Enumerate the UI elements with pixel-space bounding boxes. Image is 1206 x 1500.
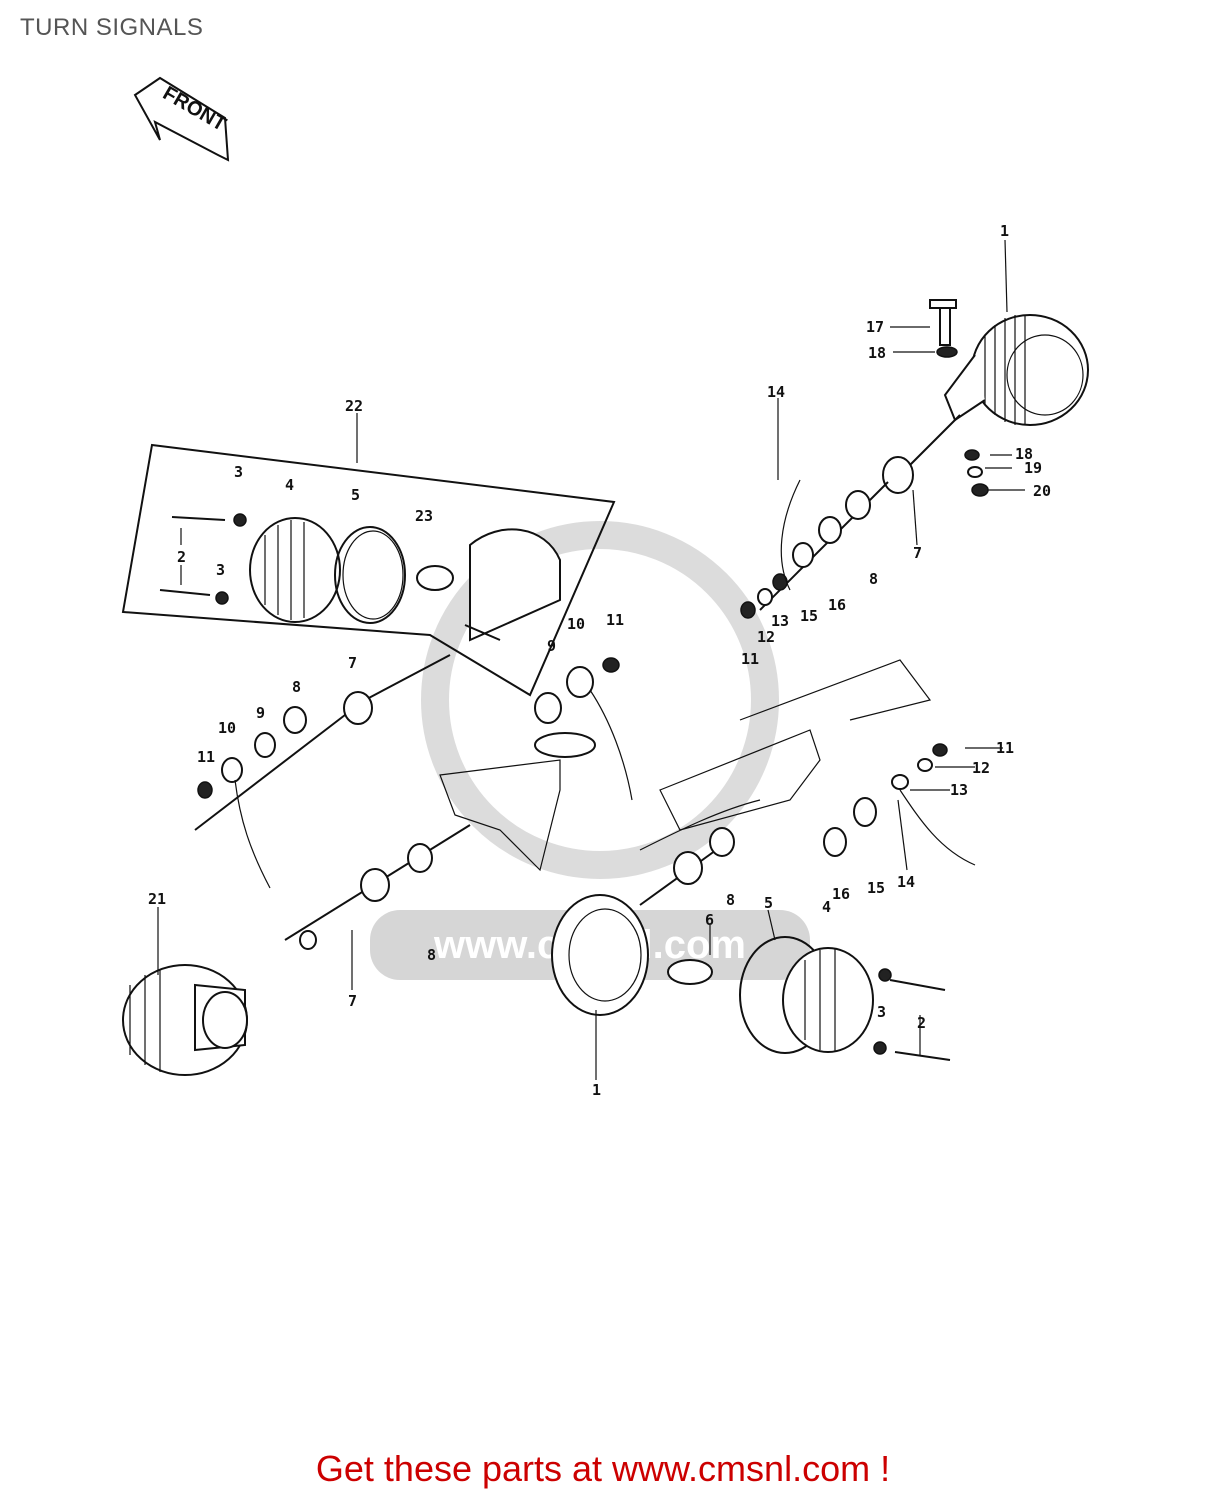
callout-9: 9 <box>547 637 556 655</box>
callout-5: 5 <box>351 486 360 504</box>
callout-5: 5 <box>764 894 773 912</box>
callout-19: 19 <box>1024 459 1042 477</box>
callout-13: 13 <box>950 781 968 799</box>
callout-2: 2 <box>917 1014 926 1032</box>
callout-12: 12 <box>757 628 775 646</box>
part-callouts: 1 17 18 14 18 19 20 7 8 16 15 13 12 11 2… <box>148 222 1051 1099</box>
callout-21: 21 <box>148 890 166 908</box>
callout-7: 7 <box>348 654 357 672</box>
callout-15: 15 <box>867 879 885 897</box>
callout-leaders <box>157 239 1025 1080</box>
page-title: TURN SIGNALS <box>20 14 204 41</box>
rear-left-turn-signal <box>122 824 471 1076</box>
callout-2: 2 <box>177 548 186 566</box>
callout-14: 14 <box>767 383 785 401</box>
callout-11: 11 <box>741 650 759 668</box>
callout-7: 7 <box>913 544 922 562</box>
callout-8: 8 <box>726 891 735 909</box>
front-right-turn-signal <box>740 299 1089 619</box>
rear-left-mount-stem <box>194 654 451 889</box>
callout-22: 22 <box>345 397 363 415</box>
turn-signals-exploded-diagram: www.cmsnl.com FRONT <box>121 76 1089 1099</box>
frame-bracket <box>439 657 976 872</box>
callout-16: 16 <box>832 885 850 903</box>
callout-18: 18 <box>868 344 886 362</box>
callout-23: 23 <box>415 507 433 525</box>
callout-10: 10 <box>218 719 236 737</box>
callout-16: 16 <box>828 596 846 614</box>
rear-turn-signal-subassembly-box <box>121 443 616 697</box>
callout-8: 8 <box>869 570 878 588</box>
callout-6: 6 <box>705 911 714 929</box>
callout-4: 4 <box>822 898 831 916</box>
callout-15: 15 <box>800 607 818 625</box>
callout-1: 1 <box>1000 222 1009 240</box>
callout-20: 20 <box>1033 482 1051 500</box>
callout-3: 3 <box>216 561 225 579</box>
footer-parts-link[interactable]: Get these parts at www.cmsnl.com ! <box>315 1448 891 1489</box>
callout-18: 18 <box>1015 445 1033 463</box>
callout-7: 7 <box>348 992 357 1010</box>
front-direction-arrow: FRONT <box>133 76 230 162</box>
callout-14: 14 <box>897 873 915 891</box>
callout-11: 11 <box>996 739 1014 757</box>
callout-11: 11 <box>606 611 624 629</box>
callout-8: 8 <box>292 678 301 696</box>
callout-1: 1 <box>592 1081 601 1099</box>
callout-3: 3 <box>877 1003 886 1021</box>
callout-17: 17 <box>866 318 884 336</box>
callout-10: 10 <box>567 615 585 633</box>
callout-4: 4 <box>285 476 294 494</box>
callout-9: 9 <box>256 704 265 722</box>
rear-right-turn-signal <box>551 827 951 1061</box>
callout-11: 11 <box>197 748 215 766</box>
callout-13: 13 <box>771 612 789 630</box>
callout-8: 8 <box>427 946 436 964</box>
callout-12: 12 <box>972 759 990 777</box>
callout-3: 3 <box>234 463 243 481</box>
